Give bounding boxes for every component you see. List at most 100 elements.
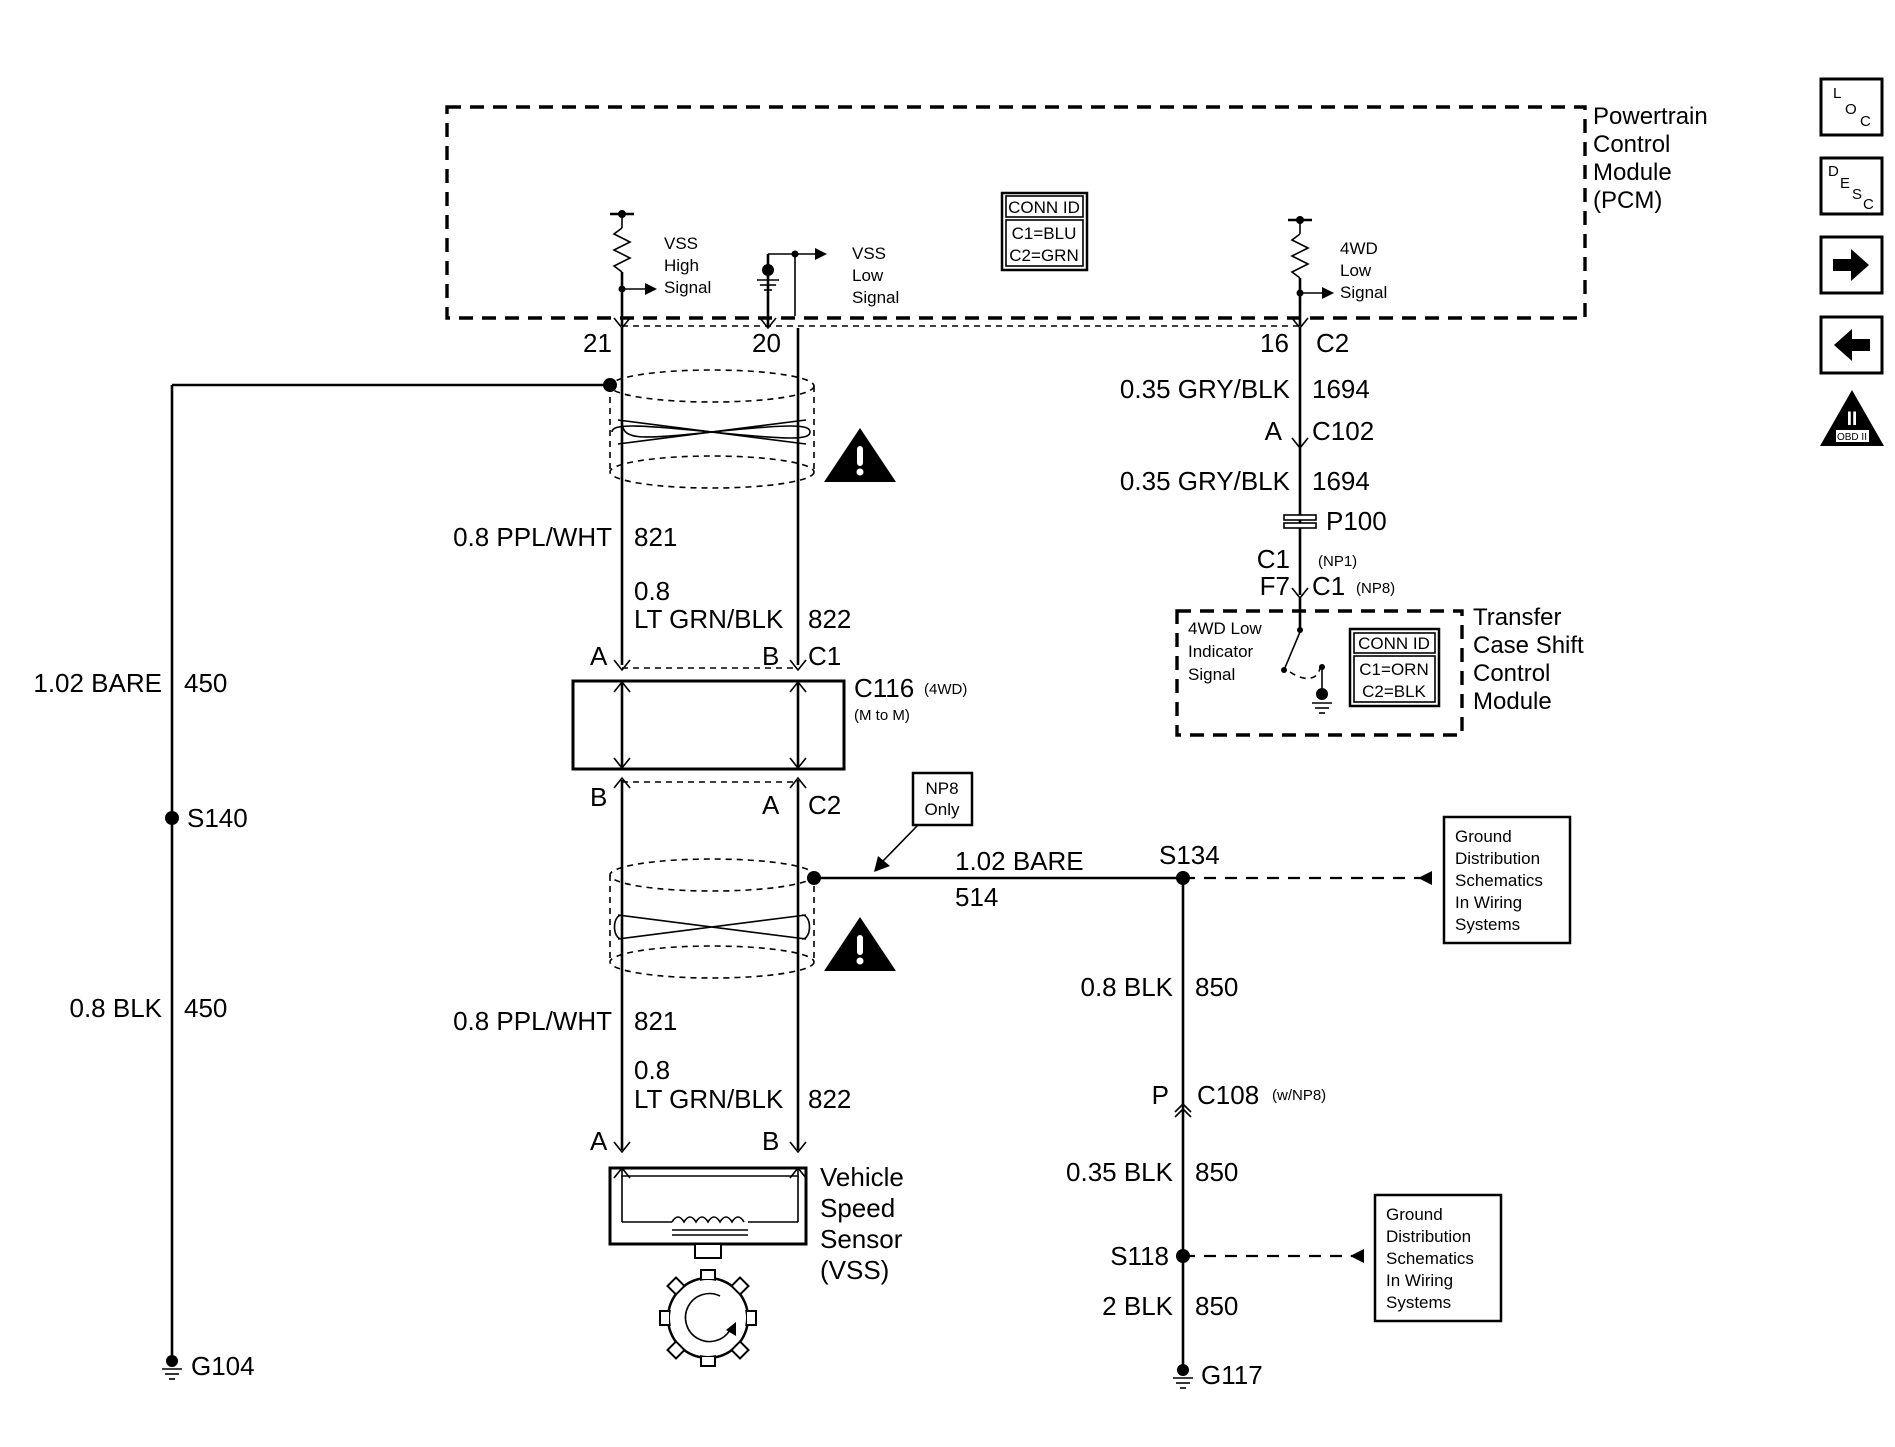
wire-ppl-wht-bottom-circuit: 821: [634, 1006, 677, 1036]
splice-s140: [165, 811, 179, 825]
ground-path-850: S134 0.8 BLK 850 P C108 (w/NP8) 0.35 BLK…: [1066, 840, 1432, 1390]
ground-dist-ref-upper[interactable]: Ground Distribution Schematics In Wiring…: [1442, 815, 1572, 945]
ground-dist-lower-line-3: Schematics: [1386, 1249, 1474, 1268]
nav-prev-button[interactable]: [1819, 315, 1884, 375]
vss-name-line-2: Speed: [820, 1193, 895, 1223]
transfer-case-branch: 0.35 GRY/BLK 1694 A C102 0.35 GRY/BLK 16…: [1120, 328, 1395, 601]
pcm-conn-id-c2: C2=GRN: [1009, 246, 1078, 265]
wire-ppl-wht-top-circuit: 821: [634, 522, 677, 552]
drain-wire-450: 1.02 BARE 450 S140 0.8 BLK 450 G104: [33, 378, 617, 1381]
pcm-conn-id-c1: C1=BLU: [1012, 224, 1077, 243]
connector-c116: A B C1 C116 (4WD) (M to M) B A C2: [571, 641, 967, 820]
tc-name-line-2: Case Shift: [1473, 632, 1584, 659]
c116-bottom-side: C2: [808, 790, 841, 820]
tcsc-pin-np1: (NP1): [1318, 553, 1357, 570]
arrow-right-icon: [1833, 249, 1869, 281]
wire-gry-blk-b-circuit: 1694: [1312, 466, 1370, 496]
ground-dist-upper-line-3: Schematics: [1455, 871, 1543, 890]
nav-loc-o: O: [1845, 101, 1857, 118]
wire-blk-450-circuit: 450: [184, 993, 227, 1023]
4wd-low-circuit: 4WD Low Signal: [1288, 216, 1387, 326]
twisted-pair-upper: 0.8 PPL/WHT 821 0.8 LT GRN/BLK 822: [453, 328, 896, 665]
nav-desc-d: D: [1828, 163, 1839, 180]
4wd-low-label-2: Low: [1340, 261, 1372, 280]
nav-loc-button[interactable]: L O C: [1819, 77, 1884, 137]
pcm-name-line-1: Powertrain: [1593, 103, 1708, 130]
pcm-conn-id-title: CONN ID: [1008, 198, 1080, 217]
tc-name-line-4: Module: [1473, 688, 1552, 715]
obd-roman: II: [1847, 409, 1858, 430]
vss-name-line-1: Vehicle: [820, 1162, 904, 1192]
c116-note-1: (4WD): [924, 681, 967, 698]
c116-bottom-pin-a: A: [762, 790, 780, 820]
nav-obd-button[interactable]: II OBD II: [1820, 390, 1884, 446]
wire-lt-grn-blk-top-gauge: 0.8: [634, 576, 670, 606]
nav-loc-c: C: [1860, 113, 1871, 130]
tc-conn-id-title: CONN ID: [1358, 634, 1430, 653]
vss-high-label-3: Signal: [664, 278, 711, 297]
ground-g117: G117: [1201, 1360, 1263, 1390]
pcm-name-line-2: Control: [1593, 131, 1670, 158]
pcm-connector-row: 21 20 16 C2: [583, 317, 1349, 358]
wire-bare-450-circuit: 450: [184, 668, 227, 698]
tc-signal-label-1: 4WD Low: [1188, 619, 1262, 638]
pin-20: 20: [752, 328, 781, 358]
c108-pin: P: [1152, 1080, 1169, 1110]
ground-dist-upper-line-1: Ground: [1455, 827, 1512, 846]
pin-16: 16: [1260, 328, 1289, 358]
tcsc-pin-f7: F7: [1260, 571, 1290, 601]
wire-gry-blk-b-color: 0.35 GRY/BLK: [1120, 466, 1291, 496]
nav-desc-button[interactable]: D E S C: [1819, 156, 1884, 216]
ground-g104: G104: [191, 1351, 255, 1381]
vss-name-line-3: Sensor: [820, 1224, 903, 1254]
ground-dist-ref-lower[interactable]: Ground Distribution Schematics In Wiring…: [1373, 1193, 1503, 1323]
c116-top-pin-b: B: [762, 641, 779, 671]
tc-name-line-1: Transfer: [1473, 604, 1561, 631]
vss-high-circuit: VSS High Signal: [610, 210, 711, 326]
wire-lt-grn-blk-top-color: LT GRN/BLK: [634, 604, 784, 634]
nav-desc-e: E: [1840, 175, 1850, 192]
nav-loc-l: L: [1833, 85, 1841, 102]
wire-blk-850-b-color: 0.35 BLK: [1066, 1157, 1174, 1187]
tc-conn-id-c1: C1=ORN: [1359, 660, 1428, 679]
np8-only-line-2: Only: [925, 800, 960, 819]
nav-desc-s: S: [1852, 186, 1862, 203]
vss-high-label-1: VSS: [664, 234, 698, 253]
pcm-name-line-3: Module: [1593, 159, 1672, 186]
4wd-low-label-1: 4WD: [1340, 239, 1378, 258]
splice-s134-label: S134: [1159, 840, 1220, 870]
splice-s118-label: S118: [1110, 1241, 1169, 1271]
c102-name: C102: [1312, 416, 1374, 446]
4wd-low-label-3: Signal: [1340, 283, 1387, 302]
ground-dist-upper-line-2: Distribution: [1455, 849, 1540, 868]
wire-blk-850-a-color: 0.8 BLK: [1080, 972, 1173, 1002]
vss-pin-b: B: [762, 1126, 779, 1156]
pcm-module: Powertrain Control Module (PCM) CONN ID …: [445, 103, 1708, 326]
nav-next-button[interactable]: [1819, 235, 1884, 295]
tc-conn-id-c2: C2=BLK: [1362, 682, 1426, 701]
pin-c2: C2: [1316, 328, 1349, 358]
np8-only-box: [911, 771, 974, 827]
transfer-case-module: 4WD Low Indicator Signal CONN ID C1=ORN …: [1175, 598, 1584, 737]
twisted-pair-lower: 0.8 PPL/WHT 821 0.8 LT GRN/BLK 822: [453, 780, 896, 1150]
tcsc-pin-c1: C1: [1257, 544, 1290, 574]
ground-dist-upper-line-4: In Wiring: [1455, 893, 1522, 912]
wire-bare-514-color: 1.02 BARE: [955, 846, 1084, 876]
arrow-left-icon: [1834, 329, 1870, 361]
transfer-case-boundary: [1175, 609, 1464, 737]
c116-bottom-pin-b: B: [590, 782, 607, 812]
c116-top-pin-a: A: [590, 641, 608, 671]
ground-dist-lower-line-4: In Wiring: [1386, 1271, 1453, 1290]
wire-blk-850-a-circuit: 850: [1195, 972, 1238, 1002]
vehicle-speed-sensor: A B Vehicle Speed Sensor: [590, 1126, 904, 1367]
wire-lt-grn-blk-bottom-circuit: 822: [808, 1084, 851, 1114]
wire-lt-grn-blk-bottom-gauge: 0.8: [634, 1055, 670, 1085]
wire-ppl-wht-bottom-color: 0.8 PPL/WHT: [453, 1006, 612, 1036]
c108-name: C108: [1197, 1080, 1259, 1110]
wire-blk-850-c-circuit: 850: [1195, 1291, 1238, 1321]
tc-signal-label-2: Indicator: [1188, 642, 1254, 661]
p100-name: P100: [1326, 506, 1387, 536]
tcsc-pin-np8: (NP8): [1356, 580, 1395, 597]
splice-s140-label: S140: [187, 803, 248, 833]
ground-dist-upper-line-5: Systems: [1455, 915, 1520, 934]
